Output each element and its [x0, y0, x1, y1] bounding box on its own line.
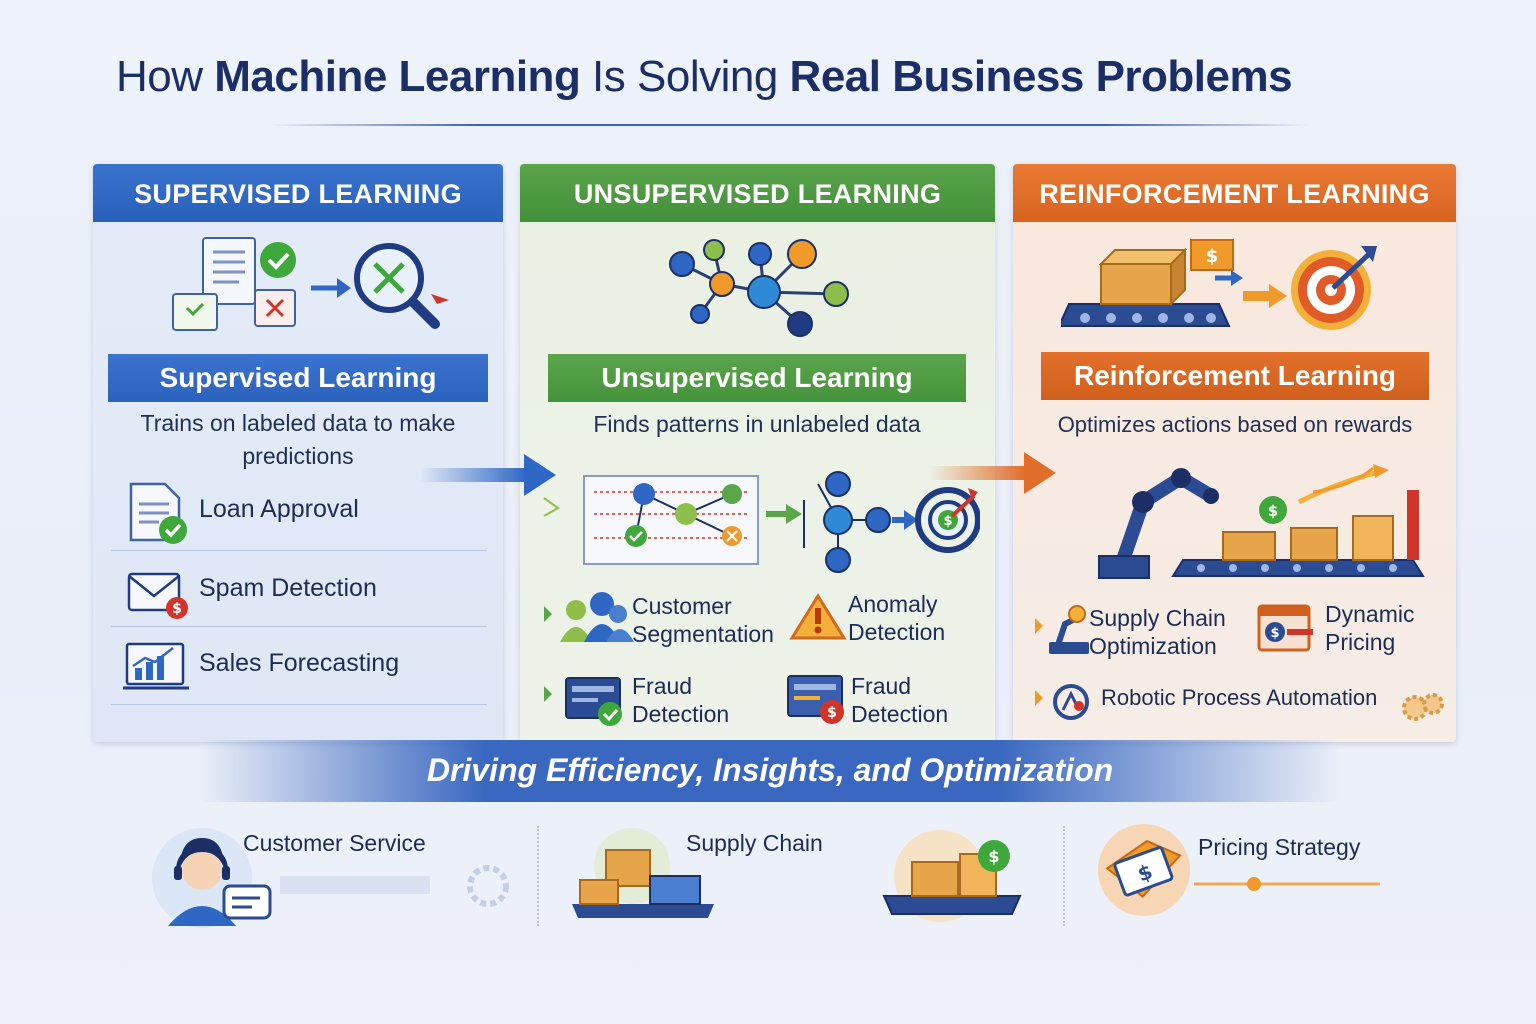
fraud-card-check-icon — [544, 677, 622, 726]
item-line-1: Fraud — [632, 673, 693, 699]
item-line-2: Optimization — [1089, 633, 1217, 659]
title-part-3: Is Solving — [580, 52, 790, 101]
network-graph-icon — [669, 239, 849, 337]
fraud-card-dollar-icon: $ — [787, 675, 844, 724]
item-line-1: Customer — [632, 593, 732, 619]
robotic-automation-icon — [1035, 684, 1089, 720]
item-line-1: Fraud — [851, 673, 912, 699]
item-line-1: Anomaly — [848, 591, 938, 617]
customer-service-flow-icon — [280, 865, 509, 907]
clustering-process-icon: $ — [543, 471, 980, 573]
title-part-4: Real Business Problems — [789, 52, 1293, 101]
dynamic-pricing-icon: $ — [1257, 604, 1313, 652]
warning-icon — [789, 593, 847, 640]
bottom-label-customer-service: Customer Service — [243, 830, 426, 856]
svg-text:$: $ — [1206, 246, 1219, 267]
divider — [111, 626, 487, 627]
email-dollar-icon: $ — [127, 572, 188, 619]
supply-chain-robot-icon — [1035, 605, 1089, 654]
svg-text:$: $ — [988, 847, 999, 866]
unsupervised-header: UNSUPERVISED LEARNING — [520, 164, 995, 222]
bar-chart-icon — [123, 642, 189, 690]
separator — [537, 826, 539, 926]
document-check-icon — [129, 482, 187, 544]
supervised-header: SUPERVISED LEARNING — [93, 164, 503, 222]
page-title: How Machine Learning Is Solving Real Bus… — [116, 52, 1436, 112]
customer-service-agent-icon — [152, 828, 272, 928]
flow-arrow-orange-icon — [930, 452, 1056, 494]
svg-text:$: $ — [827, 705, 837, 721]
unsupervised-item-fraud-detection-2: Fraud Detection — [851, 672, 991, 728]
pricing-flow-icon — [1194, 877, 1380, 891]
item-line-2: Detection — [632, 701, 730, 727]
unsupervised-description: Finds patterns in unlabeled data — [593, 411, 921, 437]
reinforcement-panel: REINFORCEMENT LEARNING $ Reinforcement L… — [1013, 164, 1456, 742]
supply-chain-boxes-icon — [572, 828, 714, 918]
reinforcement-item-dynamic-pricing: Dynamic Pricing — [1325, 600, 1445, 656]
item-line-2: Detection — [851, 701, 949, 727]
supervised-item-spam-detection: Spam Detection — [199, 574, 377, 602]
title-divider — [270, 124, 1310, 126]
unsupervised-item-anomaly-detection: Anomaly Detection — [848, 590, 988, 646]
reinforcement-item-robotic-process-automation: Robotic Process Automation — [1101, 685, 1378, 710]
tagline-text: Driving Efficiency, Insights, and Optimi… — [426, 752, 1114, 788]
supervised-illustration-icon — [172, 237, 449, 331]
item-line-1: Dynamic — [1325, 601, 1415, 627]
unsupervised-panel: UNSUPERVISED LEARNING Unsupervised Learn… — [520, 164, 995, 742]
gears-icon — [1402, 693, 1444, 721]
reinforcement-description: Optimizes actions based on rewards — [1057, 412, 1413, 437]
reinforcement-subheader: Reinforcement Learning — [1041, 352, 1429, 400]
item-line-1: Supply Chain — [1089, 605, 1226, 631]
unsupervised-subheader: Unsupervised Learning — [548, 354, 966, 402]
unsupervised-item-fraud-detection-1: Fraud Detection — [632, 672, 772, 728]
svg-text:$: $ — [943, 514, 952, 529]
svg-text:$: $ — [1270, 626, 1279, 641]
title-part-2: Machine Learning — [214, 52, 581, 101]
supply-chain-conveyor-icon: $ — [882, 830, 1022, 922]
reinforcement-header: REINFORCEMENT LEARNING — [1013, 164, 1456, 222]
bottom-label-pricing-strategy: Pricing Strategy — [1198, 834, 1361, 860]
tagline-banner — [200, 740, 1340, 802]
separator — [1063, 826, 1065, 926]
svg-text:$: $ — [1268, 502, 1278, 520]
unsupervised-item-customer-segmentation: Customer Segmentation — [632, 592, 792, 648]
supervised-subheader: Supervised Learning — [108, 354, 488, 402]
divider — [111, 704, 487, 705]
supervised-panel: SUPERVISED LEARNING Supervised Learning … — [93, 164, 503, 742]
pricing-tag-icon: $ — [1098, 824, 1190, 916]
supervised-item-loan-approval: Loan Approval — [199, 495, 359, 523]
divider — [111, 550, 487, 551]
svg-text:$: $ — [172, 601, 182, 617]
item-line-2: Pricing — [1325, 629, 1396, 655]
flow-arrow-blue-icon — [420, 454, 556, 496]
supervised-item-sales-forecasting: Sales Forecasting — [199, 649, 400, 677]
item-line-2: Detection — [848, 619, 946, 645]
conveyor-target-icon: $ — [1061, 239, 1377, 330]
item-line-2: Segmentation — [632, 621, 774, 647]
reinforcement-item-supply-chain-optimization: Supply Chain Optimization — [1089, 604, 1259, 660]
customer-group-icon — [544, 592, 634, 642]
title-part-1: How — [116, 52, 215, 101]
bottom-label-supply-chain: Supply Chain — [686, 830, 823, 856]
supervised-description: Trains on labeled data to make predictio… — [140, 410, 456, 469]
robot-arm-conveyor-icon: $ — [1098, 464, 1425, 579]
